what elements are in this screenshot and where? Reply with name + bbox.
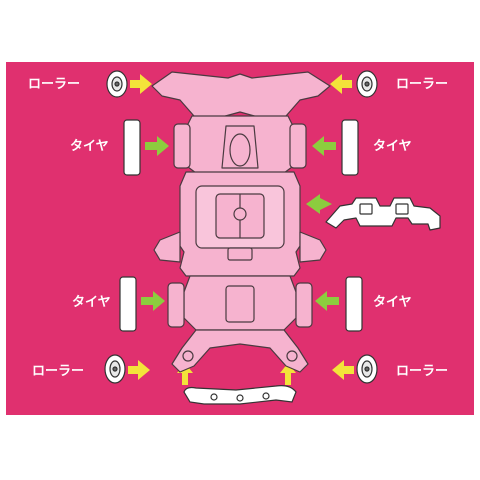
arrow-green-middle-right (306, 194, 332, 214)
arrow-yellow-bottom-left (128, 360, 150, 380)
label-tire-upper-left: タイヤ (70, 139, 109, 154)
label-tire-upper-right: タイヤ (373, 139, 412, 154)
arrow-green-upper-right (312, 136, 336, 156)
roller-top-right (356, 70, 378, 98)
tire-upper-right (341, 119, 359, 176)
roller-bottom-right (356, 354, 378, 384)
chassis-body (151, 71, 331, 373)
front-right-wheel (289, 123, 307, 169)
rear-right-wheel (295, 282, 313, 328)
side-mount-part (325, 197, 441, 231)
rear-left-wheel (167, 282, 185, 328)
tire-lower-left (119, 276, 137, 332)
arrow-green-lower-left (141, 291, 165, 311)
tire-lower-right (345, 276, 363, 332)
arrow-green-lower-right (315, 291, 339, 311)
label-roller-top-left: ローラー (28, 77, 80, 92)
arrow-yellow-top-right (330, 74, 352, 94)
rear-bumper-part (183, 385, 297, 405)
roller-top-left (106, 70, 128, 98)
label-roller-bottom-right: ローラー (396, 364, 448, 379)
label-roller-top-right: ローラー (396, 77, 448, 92)
roller-bottom-left (104, 354, 126, 384)
arrow-yellow-bottom-right (332, 360, 354, 380)
tire-upper-left (123, 119, 141, 176)
front-roller-stay (151, 71, 331, 119)
label-tire-lower-right: タイヤ (373, 295, 412, 310)
arrow-yellow-top-left (130, 74, 152, 94)
front-left-wheel (173, 123, 191, 169)
label-tire-lower-left: タイヤ (72, 295, 111, 310)
arrow-green-upper-left (145, 136, 169, 156)
rear-roller-stay (171, 329, 309, 373)
label-roller-bottom-left: ローラー (32, 364, 84, 379)
